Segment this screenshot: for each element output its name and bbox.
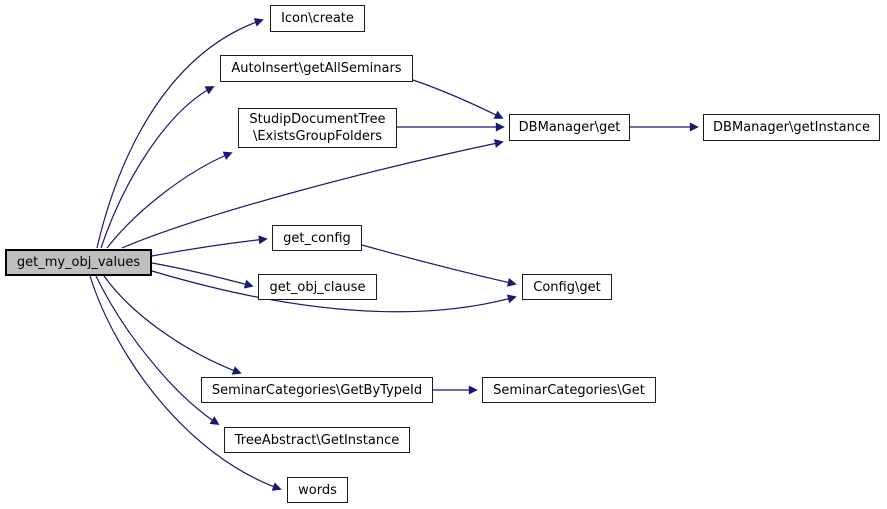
node-label: DBManager\get	[518, 120, 621, 135]
edge-main-to-autoinsert-getallseminars	[100, 86, 215, 249]
node-dbmanager-get[interactable]: DBManager\get	[509, 114, 630, 141]
node-label: SeminarCategories\GetByTypeId	[211, 382, 423, 398]
node-studipdocumenttree-existsgroupfolders[interactable]: StudipDocumentTree \ExistsGroupFolders	[238, 108, 397, 148]
node-label-line1: StudipDocumentTree	[249, 112, 386, 127]
node-seminarcategories-getbytypeid[interactable]: SeminarCategories\GetByTypeId	[201, 377, 433, 403]
node-label: Icon\create	[281, 11, 354, 26]
edge-main-to-seminarcategories-getbytypeid	[103, 275, 242, 375]
node-autoinsert-getallseminars[interactable]: AutoInsert\getAllSeminars	[220, 55, 413, 82]
node-icon-create[interactable]: Icon\create	[270, 5, 365, 32]
edge-main-to-get-obj-clause	[151, 262, 254, 289]
node-dbmanager-getinstance[interactable]: DBManager\getInstance	[703, 114, 880, 141]
node-label: get_obj_clause	[269, 279, 366, 295]
edge-main-to-treeabstract-getinstance	[95, 275, 220, 425]
edge-main-to-get-config	[151, 235, 268, 257]
node-get-my-obj-values: get_my_obj_values	[5, 249, 152, 276]
node-label: words	[298, 482, 337, 498]
node-get-config[interactable]: get_config	[272, 225, 362, 251]
node-label-line2: \ExistsGroupFolders	[252, 129, 383, 144]
node-config-get[interactable]: Config\get	[522, 274, 612, 300]
edge-autoinsert-to-dbmanager-get	[412, 79, 504, 119]
node-label: SeminarCategories\Get	[493, 382, 645, 398]
edge-get-config-to-config-get	[361, 244, 517, 287]
node-label: AutoInsert\getAllSeminars	[231, 61, 402, 76]
edge-main-to-studipdocumenttree-existsgroupfolders	[106, 151, 233, 249]
node-words[interactable]: words	[287, 477, 348, 503]
node-label: get_my_obj_values	[16, 255, 141, 270]
node-label: get_config	[283, 230, 351, 246]
node-label: Config\get	[533, 279, 601, 295]
node-treeabstract-getinstance[interactable]: TreeAbstract\GetInstance	[224, 427, 410, 453]
node-label: TreeAbstract\GetInstance	[234, 432, 400, 448]
node-seminarcategories-get[interactable]: SeminarCategories\Get	[482, 377, 656, 403]
node-label: DBManager\getInstance	[713, 120, 870, 135]
node-get-obj-clause[interactable]: get_obj_clause	[258, 274, 377, 300]
